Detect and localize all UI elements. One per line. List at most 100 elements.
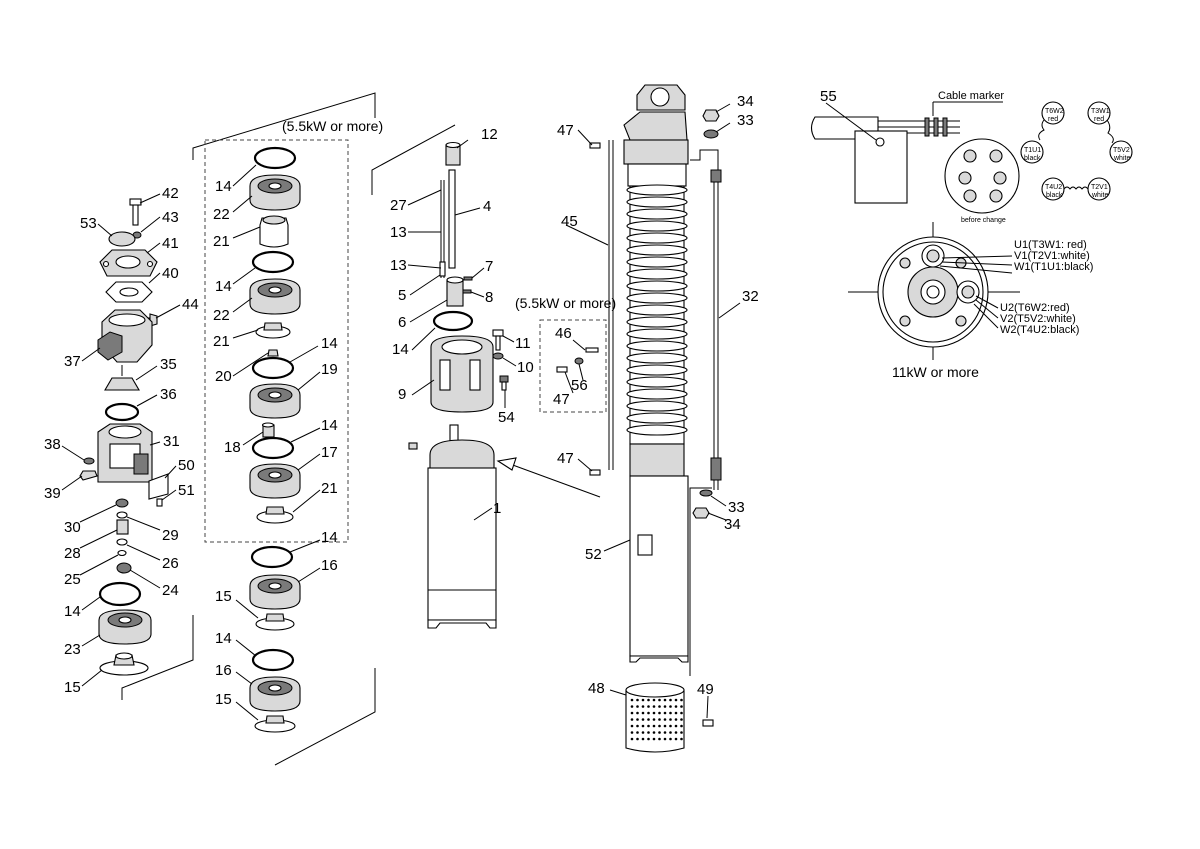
terminal-block-before-change (944, 138, 1020, 214)
strainer-hole (630, 737, 634, 741)
terminal-t1u1-color: black (1024, 155, 1041, 162)
part-28-sleeve (116, 519, 129, 535)
label-31: 31 (163, 433, 180, 450)
terminal-t4u2-color: black (1046, 192, 1063, 199)
strainer-hole (641, 705, 645, 708)
strainer-hole (647, 724, 650, 728)
strainer-hole (658, 731, 661, 734)
strainer-hole (652, 711, 656, 715)
part-34-nut-a (702, 109, 720, 122)
part-47-screw-c (589, 469, 601, 476)
strainer-hole (647, 698, 650, 702)
label-11: 11 (515, 335, 531, 352)
stage-ring (626, 268, 688, 280)
strainer-hole (669, 705, 672, 708)
label-5: 5 (398, 287, 407, 304)
part-42-bolt (129, 198, 142, 226)
strainer-hole (669, 737, 672, 741)
part-14-oring-f (250, 545, 294, 569)
label-55: 55 (820, 88, 837, 105)
label-51: 51 (178, 482, 195, 499)
label-8: 8 (485, 289, 494, 306)
stage-ring (626, 208, 688, 220)
part-19-stage-bowl (249, 383, 301, 419)
label-32: 32 (742, 288, 759, 305)
label-27: 27 (390, 197, 407, 214)
label-16b: 16 (215, 662, 232, 679)
part-21-impeller-b (255, 322, 291, 339)
label-7: 7 (485, 258, 494, 275)
terminal-t3w1: T3W1 (1091, 108, 1110, 115)
strainer-hole (658, 711, 661, 715)
stage-ring (626, 292, 688, 304)
part-22-stage-bowl-b (249, 278, 301, 315)
part-41-flange (99, 249, 158, 277)
part-8-screw (462, 289, 472, 294)
stage-column (192, 139, 376, 766)
part-10-washer (492, 352, 504, 360)
strainer-hole (652, 724, 656, 728)
strainer-hole (680, 705, 683, 708)
stage-ring (626, 352, 688, 364)
stage-ring (626, 316, 688, 328)
label-47a: 47 (557, 122, 574, 139)
label-42: 42 (162, 185, 179, 202)
label-22a: 22 (213, 206, 230, 223)
motor-top-view (848, 222, 1020, 360)
stage-ring (626, 400, 688, 412)
label-54: 54 (498, 409, 515, 426)
strainer-hole (641, 718, 645, 721)
stage-ring (626, 280, 688, 292)
part-23-stage-bowl (98, 609, 152, 645)
wiring-w1: W1(T1U1:black) (1014, 261, 1093, 273)
strainer-hole (663, 737, 667, 741)
stage-ring (626, 376, 688, 388)
strainer-hole (658, 718, 661, 721)
part-17-stage-bowl (249, 463, 301, 499)
stage-ring (626, 244, 688, 256)
label-33a: 33 (737, 112, 754, 129)
strainer-hole (674, 724, 678, 728)
strainer-hole (663, 698, 667, 702)
cable-marker-detail (810, 101, 1003, 204)
note-power-right: 11kW or more (892, 364, 979, 380)
label-14f: 14 (321, 529, 338, 546)
part-35-valve (104, 365, 140, 391)
label-44: 44 (182, 296, 199, 313)
stage-ring (626, 184, 688, 196)
strainer-hole (641, 731, 645, 734)
part-56-washer (574, 357, 584, 365)
strainer-hole (674, 705, 678, 708)
before-change-label: before change (961, 217, 1006, 224)
part-11-bolt (492, 329, 504, 351)
part-29-ring (116, 511, 128, 519)
label-46: 46 (555, 325, 572, 342)
strainer-hole (630, 705, 634, 708)
part-24-bearing (116, 562, 132, 574)
bracket-bottom-mid (274, 668, 376, 766)
wiring-u2: U2(T6W2:red) (1000, 302, 1070, 314)
label-35: 35 (160, 356, 177, 373)
stage-ring (626, 328, 688, 340)
part-33-washer-a (703, 129, 719, 139)
strainer-hole (636, 718, 639, 721)
strainer-hole (647, 705, 650, 708)
label-21a: 21 (213, 233, 230, 250)
part-33-washer-b (699, 489, 713, 497)
part-6-coupling (446, 276, 464, 307)
label-9: 9 (398, 386, 407, 403)
strainer-hole (658, 705, 661, 708)
part-30-washer (115, 498, 129, 508)
strainer-hole (674, 718, 678, 721)
stage-ring (626, 424, 688, 436)
part-7-screw (463, 276, 473, 281)
part-14-oring-e (251, 436, 295, 460)
part-5-key (439, 261, 446, 277)
strainer-hole (652, 698, 656, 702)
strainer-hole (652, 718, 656, 721)
label-21b: 21 (213, 333, 230, 350)
wiring-w2: W2(T4U2:black) (1000, 324, 1079, 336)
terminal-t5v2: T5V2 (1113, 147, 1130, 154)
label-12: 12 (481, 126, 498, 143)
